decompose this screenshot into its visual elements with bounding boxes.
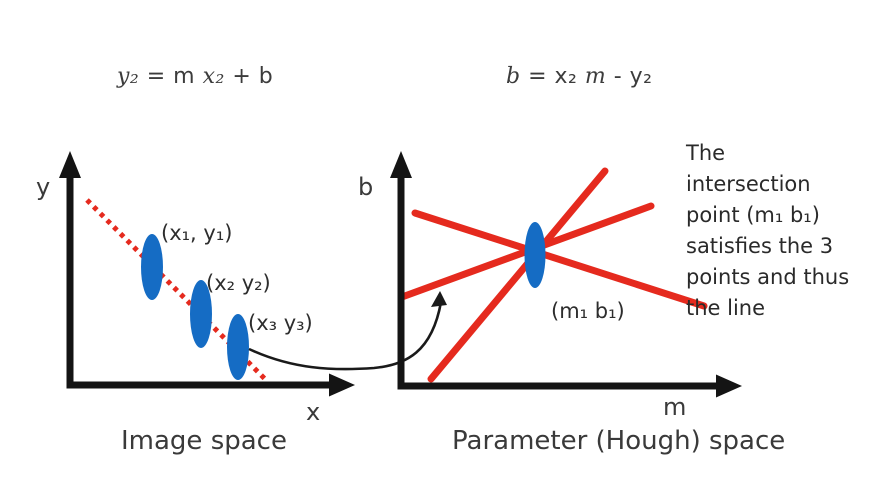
point-label-1: (x₁, y₁) <box>161 221 233 245</box>
intersection-label: (m₁ b₁) <box>551 299 625 323</box>
image-y-axis-label: y <box>36 173 51 201</box>
formula-image-var-x: x₂ <box>202 64 225 89</box>
formula-image-mid: = m <box>139 64 203 89</box>
image-x-axis-label: x <box>306 398 321 426</box>
data-point-ellipse-2 <box>190 280 212 348</box>
hough-b-axis-label: b <box>358 173 374 201</box>
formula-image-space: y₂ = m x₂ + b <box>117 64 273 89</box>
hough-b-axis-arrowhead <box>390 151 412 178</box>
formula-hough-end: - y₂ <box>606 64 653 89</box>
hough-line-3 <box>427 167 609 383</box>
formula-hough-var-m: m <box>584 64 607 89</box>
point-label-2: (x₂ y₂) <box>206 271 271 295</box>
intersection-ellipse <box>524 222 546 288</box>
caption-image-space: Image space <box>121 426 287 456</box>
annotation-text: The intersection point (m₁ b₁) satisfies… <box>686 141 850 320</box>
hough-m-axis-label: m <box>663 393 687 421</box>
hough-m-axis-arrowhead <box>716 374 742 398</box>
mapping-arrowhead <box>431 291 447 307</box>
hough-line-1 <box>411 209 708 310</box>
formula-hough-mid: = x₂ <box>520 64 585 89</box>
formula-image-end: + b <box>224 64 274 89</box>
data-point-ellipse-3 <box>227 314 249 380</box>
formula-hough-var-b: b <box>506 64 521 89</box>
data-point-ellipse-1 <box>141 234 163 300</box>
caption-hough-space: Parameter (Hough) space <box>452 426 786 456</box>
formula-image-var-y: y₂ <box>117 64 140 89</box>
image-x-axis-arrowhead <box>329 373 355 397</box>
image-y-axis-arrowhead <box>59 151 81 178</box>
mapping-curve-arrow <box>248 301 443 371</box>
point-label-3: (x₃ y₃) <box>248 311 313 335</box>
formula-hough-space: b = x₂ m - y₂ <box>506 64 653 89</box>
